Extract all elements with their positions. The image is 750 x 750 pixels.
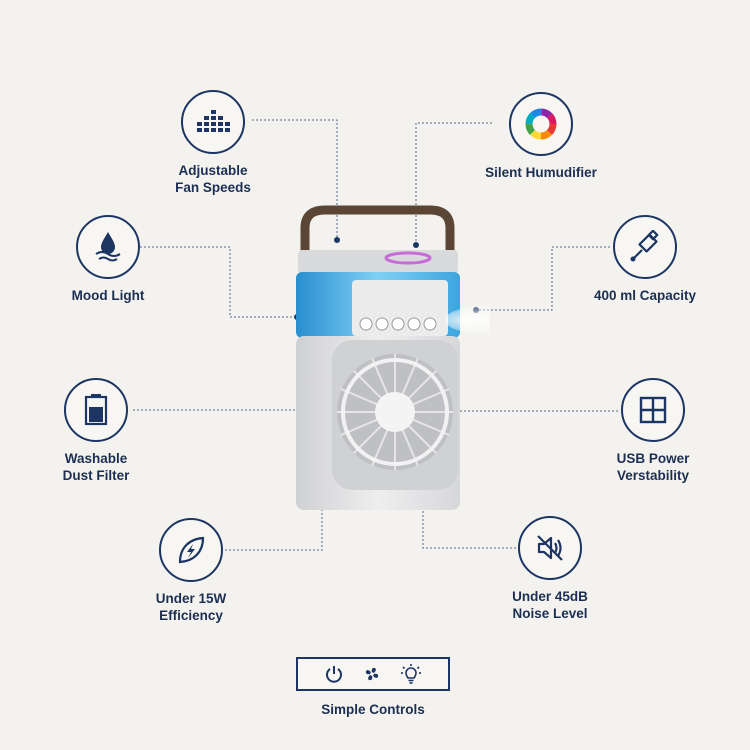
equalizer-icon — [197, 110, 230, 132]
usb-plug-icon — [630, 230, 659, 262]
battery-tank-icon — [84, 394, 108, 426]
connector-capacity — [476, 246, 610, 311]
noise-circle — [518, 516, 582, 580]
fan-speeds-circle — [181, 90, 245, 154]
dust-filter-circle — [64, 378, 128, 442]
connector-dot — [334, 237, 340, 243]
humidifier-label: Silent Humudifier — [485, 165, 597, 180]
connector-fan-speeds — [252, 119, 338, 240]
dust-filter-label: Washable Dust Filter — [62, 451, 130, 483]
noise-label: Under 45dB Noise Level — [512, 589, 588, 621]
mood-light-label: Mood Light — [71, 288, 145, 303]
water-drop-icon — [95, 232, 121, 262]
mood-light-circle — [76, 215, 140, 279]
feature-usb-power: USB Power Verstability — [588, 378, 718, 484]
connector-humidifier — [415, 122, 492, 245]
window-grid-icon — [639, 396, 667, 424]
feature-noise: Under 45dB Noise Level — [485, 516, 615, 622]
fan-speeds-label: Adjustable Fan Speeds — [175, 163, 251, 195]
connector-dot — [413, 242, 419, 248]
power-icon — [326, 666, 342, 683]
feature-dust-filter: Washable Dust Filter — [31, 378, 161, 484]
feature-capacity: 400 ml Capacity — [580, 215, 710, 304]
connector-mood-light — [140, 246, 297, 318]
controls-label: Simple Controls — [321, 702, 425, 717]
feature-mood-light: Mood Light — [43, 215, 173, 304]
efficiency-label: Under 15W Efficiency — [155, 591, 227, 623]
light-bulb-icon — [401, 664, 421, 684]
humidifier-circle — [509, 92, 573, 156]
usb-power-circle — [621, 378, 685, 442]
fan-icon — [365, 667, 379, 681]
connector-efficiency — [225, 410, 323, 551]
mute-speaker-icon — [537, 535, 563, 561]
capacity-circle — [613, 215, 677, 279]
controls-box — [296, 657, 450, 691]
capacity-label: 400 ml Capacity — [593, 288, 697, 303]
leaf-bolt-icon — [178, 536, 205, 564]
feature-humidifier: Silent Humudifier — [476, 92, 606, 181]
usb-power-label: USB Power Verstability — [616, 451, 690, 483]
feature-fan-speeds: Adjustable Fan Speeds — [148, 90, 278, 196]
air-cooler-device-image — [296, 205, 490, 510]
feature-efficiency: Under 15W Efficiency — [126, 518, 256, 624]
connector-noise — [422, 455, 516, 549]
efficiency-circle — [159, 518, 223, 582]
color-wheel-icon — [525, 108, 557, 140]
